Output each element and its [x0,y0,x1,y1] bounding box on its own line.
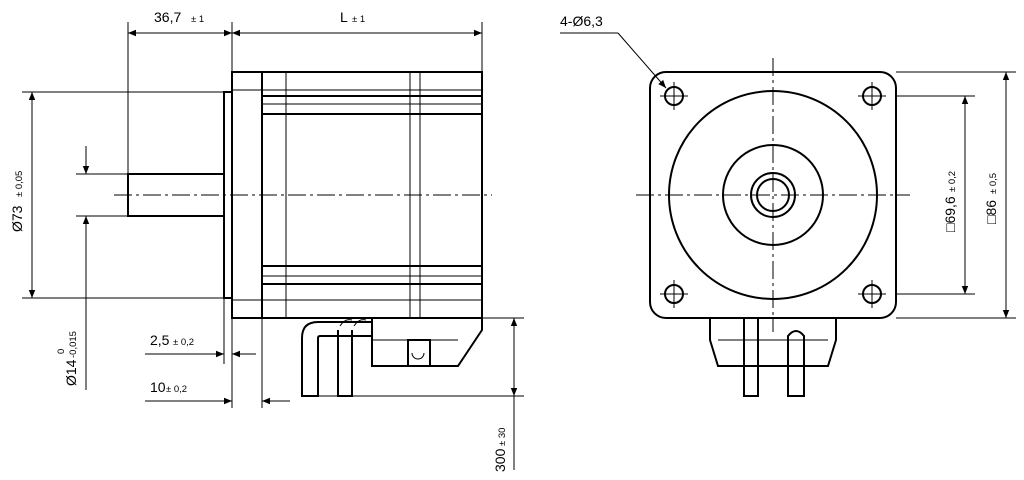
dim-mounting-holes: 4-Ø6,3 [560,13,603,29]
dim-pilot-offset: 10 ± 0,2 [150,379,187,395]
dim-body-length: L ± 1 [340,9,365,25]
mounting-hole [660,280,688,308]
dim-value: □69,6 [942,196,958,232]
dim-tolerance: ± 0,5 [988,173,999,194]
dimension-lines [22,22,1016,470]
dim-value: Ø73 [9,205,25,232]
dim-frame-size: □86 ± 0,5 [983,173,999,224]
dim-value: 36,7 [154,9,181,25]
side-view [114,71,492,397]
dim-flange-thickness: 2,5 ± 0,2 [150,332,194,348]
dim-value: 2,5 [150,332,170,348]
dim-shaft-length: 36,7 ± 1 [154,9,204,25]
dim-value: □86 [983,200,999,224]
mounting-hole [858,280,886,308]
dim-tolerance: ± 1 [191,14,204,25]
dim-tolerance: ± 30 [497,428,508,446]
dim-tolerance: ± 0,2 [173,337,194,348]
dim-tolerance-upper: 0 [56,349,67,354]
dim-value: 4-Ø6,3 [560,13,603,29]
dim-tolerance-lower: -0,015 [68,331,79,358]
dim-value: 10 [150,379,166,395]
mounting-hole [858,82,886,110]
dim-lead-length: 300 ± 30 [492,428,508,472]
dim-tolerance: ± 1 [352,14,365,25]
front-view [636,58,910,397]
dim-flange-diameter: Ø73 ± 0,05 [9,171,25,232]
dim-tolerance: ± 0,2 [947,171,958,192]
dim-value: Ø14 [63,359,79,386]
dim-hole-spacing: □69,6 ± 0,2 [942,171,958,232]
dim-shaft-diameter: Ø14 0 -0,015 [56,331,79,386]
dim-value: 300 [492,448,508,472]
dim-tolerance: ± 0,2 [166,384,187,395]
mounting-hole [660,82,688,110]
dim-value: L [340,9,348,25]
dim-tolerance: ± 0,05 [14,171,25,197]
